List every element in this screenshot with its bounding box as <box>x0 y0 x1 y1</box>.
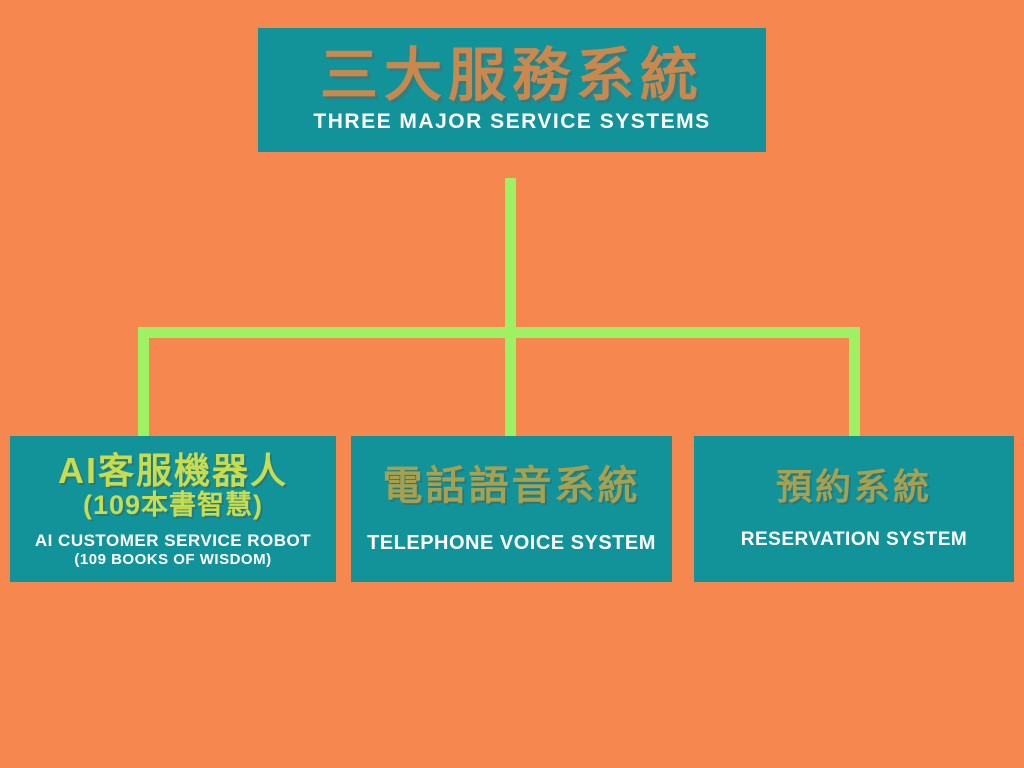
root-node-box: 三大服務系統 THREE MAJOR SERVICE SYSTEMS <box>258 28 766 152</box>
connector-vertical-center <box>505 178 516 436</box>
node-title-chinese: 電話語音系統 <box>382 464 641 508</box>
node-title-chinese: AI客服機器人 <box>57 449 288 491</box>
root-title-chinese: 三大服務系統 <box>319 42 704 108</box>
node-telephone-voice-system: 電話語音系統 TELEPHONE VOICE SYSTEM <box>351 436 672 582</box>
connector-vertical-left <box>138 327 149 436</box>
node-title-english: TELEPHONE VOICE SYSTEM <box>367 532 656 554</box>
connector-horizontal <box>138 327 860 338</box>
root-title-english: THREE MAJOR SERVICE SYSTEMS <box>313 110 711 134</box>
connector-vertical-right <box>849 327 860 436</box>
node-title-english: AI CUSTOMER SERVICE ROBOT <box>34 530 312 550</box>
node-title-english: RESERVATION SYSTEM <box>740 529 968 551</box>
node-reservation-system: 預約系統 RESERVATION SYSTEM <box>694 436 1014 582</box>
node-title-chinese: 預約系統 <box>775 465 932 507</box>
node-subtitle-chinese: (109本書智慧) <box>82 490 264 521</box>
node-ai-customer-service-robot: AI客服機器人 (109本書智慧) AI CUSTOMER SERVICE RO… <box>10 436 336 582</box>
node-subtitle-english: (109 BOOKS OF WISDOM) <box>74 551 272 569</box>
